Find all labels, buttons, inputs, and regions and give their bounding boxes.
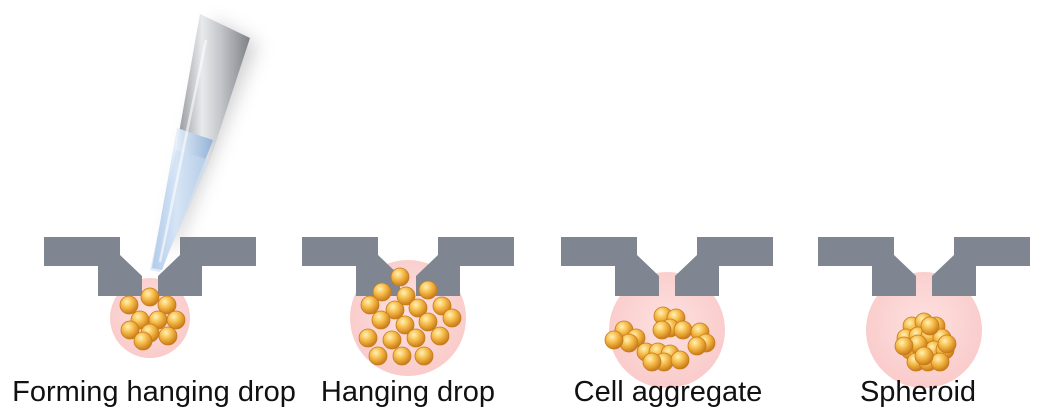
cell [392, 346, 412, 366]
caption-hanging-drop: Hanging drop [320, 376, 496, 408]
cell [894, 336, 914, 356]
cell [442, 308, 462, 328]
cell [385, 300, 405, 320]
pipette-highlight [158, 39, 208, 263]
cell [930, 352, 950, 372]
pipette-body [176, 14, 250, 160]
plate-well [561, 237, 773, 296]
panel-spheroid [818, 237, 1030, 388]
cell [166, 310, 186, 330]
cell [140, 287, 160, 307]
cell [396, 286, 416, 306]
panel-aggregate [561, 237, 773, 388]
cell [670, 350, 690, 370]
caption-cell-aggregate: Cell aggregate [573, 376, 763, 408]
cell [652, 320, 672, 340]
cell [157, 295, 177, 315]
cell [382, 330, 402, 350]
cell [120, 320, 140, 340]
panel-hanging [302, 237, 514, 376]
plate-well [302, 237, 514, 296]
cell [406, 328, 426, 348]
caption-spheroid: Spheroid [859, 376, 977, 408]
pipette-tip [150, 14, 258, 272]
cell [372, 282, 392, 302]
cell [408, 298, 428, 318]
cell [119, 295, 139, 315]
cell [673, 320, 693, 340]
cell [414, 346, 434, 366]
cell [604, 330, 624, 350]
caption-forming-hanging-drop: Forming hanging drop [12, 376, 296, 408]
cell [368, 346, 388, 366]
cell [133, 331, 153, 351]
cell [358, 328, 378, 348]
cell-group [119, 287, 186, 351]
cell [158, 326, 178, 346]
cell [914, 346, 934, 366]
cell [937, 334, 957, 354]
cell [360, 295, 380, 315]
cell [371, 310, 391, 330]
cell [920, 316, 940, 336]
cell-group [604, 306, 716, 372]
cell [390, 267, 410, 287]
cell [418, 280, 438, 300]
cell-group [894, 312, 957, 372]
cell [430, 326, 450, 346]
panel-forming [44, 237, 256, 358]
cell [395, 315, 415, 335]
cell [418, 312, 438, 332]
plate-well [44, 237, 256, 296]
cell [687, 336, 707, 356]
plate-well [818, 237, 1030, 296]
cell [642, 352, 662, 372]
cell-group [358, 267, 462, 366]
